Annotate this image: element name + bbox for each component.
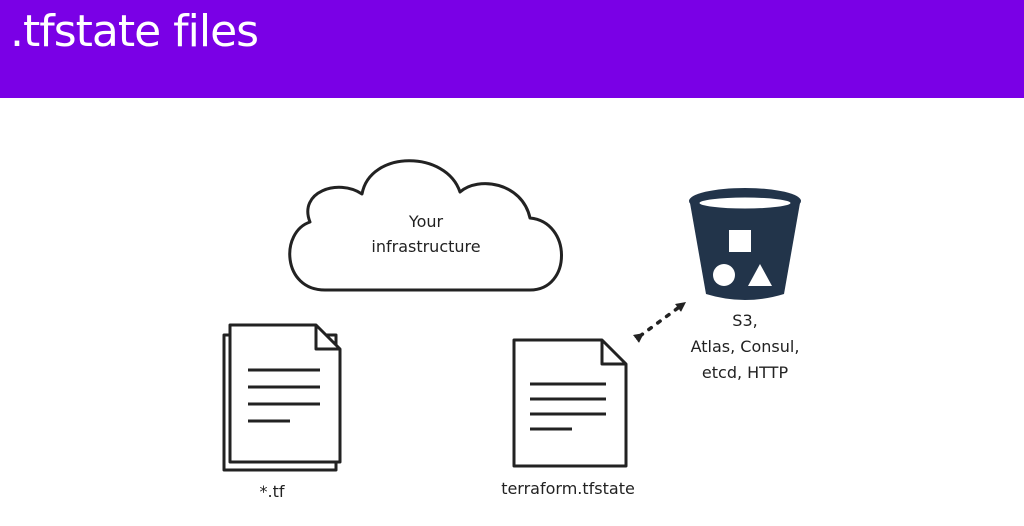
backend-label-line2: Atlas, Consul, — [691, 337, 800, 356]
cloud-label-line1: Your — [408, 212, 444, 231]
backend-label-line3: etcd, HTTP — [702, 363, 789, 382]
tf-files-label: *.tf — [260, 482, 285, 501]
document-icon — [512, 338, 628, 468]
slide-title: .tfstate files — [10, 6, 259, 57]
cloud-icon — [288, 159, 563, 292]
header-bar: .tfstate files — [0, 0, 1024, 98]
backend-label-line1: S3, — [732, 311, 757, 330]
cloud-label-line2: infrastructure — [371, 237, 480, 256]
state-file-label: terraform.tfstate — [501, 479, 635, 498]
stacked-documents-icon — [222, 323, 342, 472]
dotted-arrow-icon — [633, 302, 687, 343]
bucket-icon — [689, 188, 801, 300]
